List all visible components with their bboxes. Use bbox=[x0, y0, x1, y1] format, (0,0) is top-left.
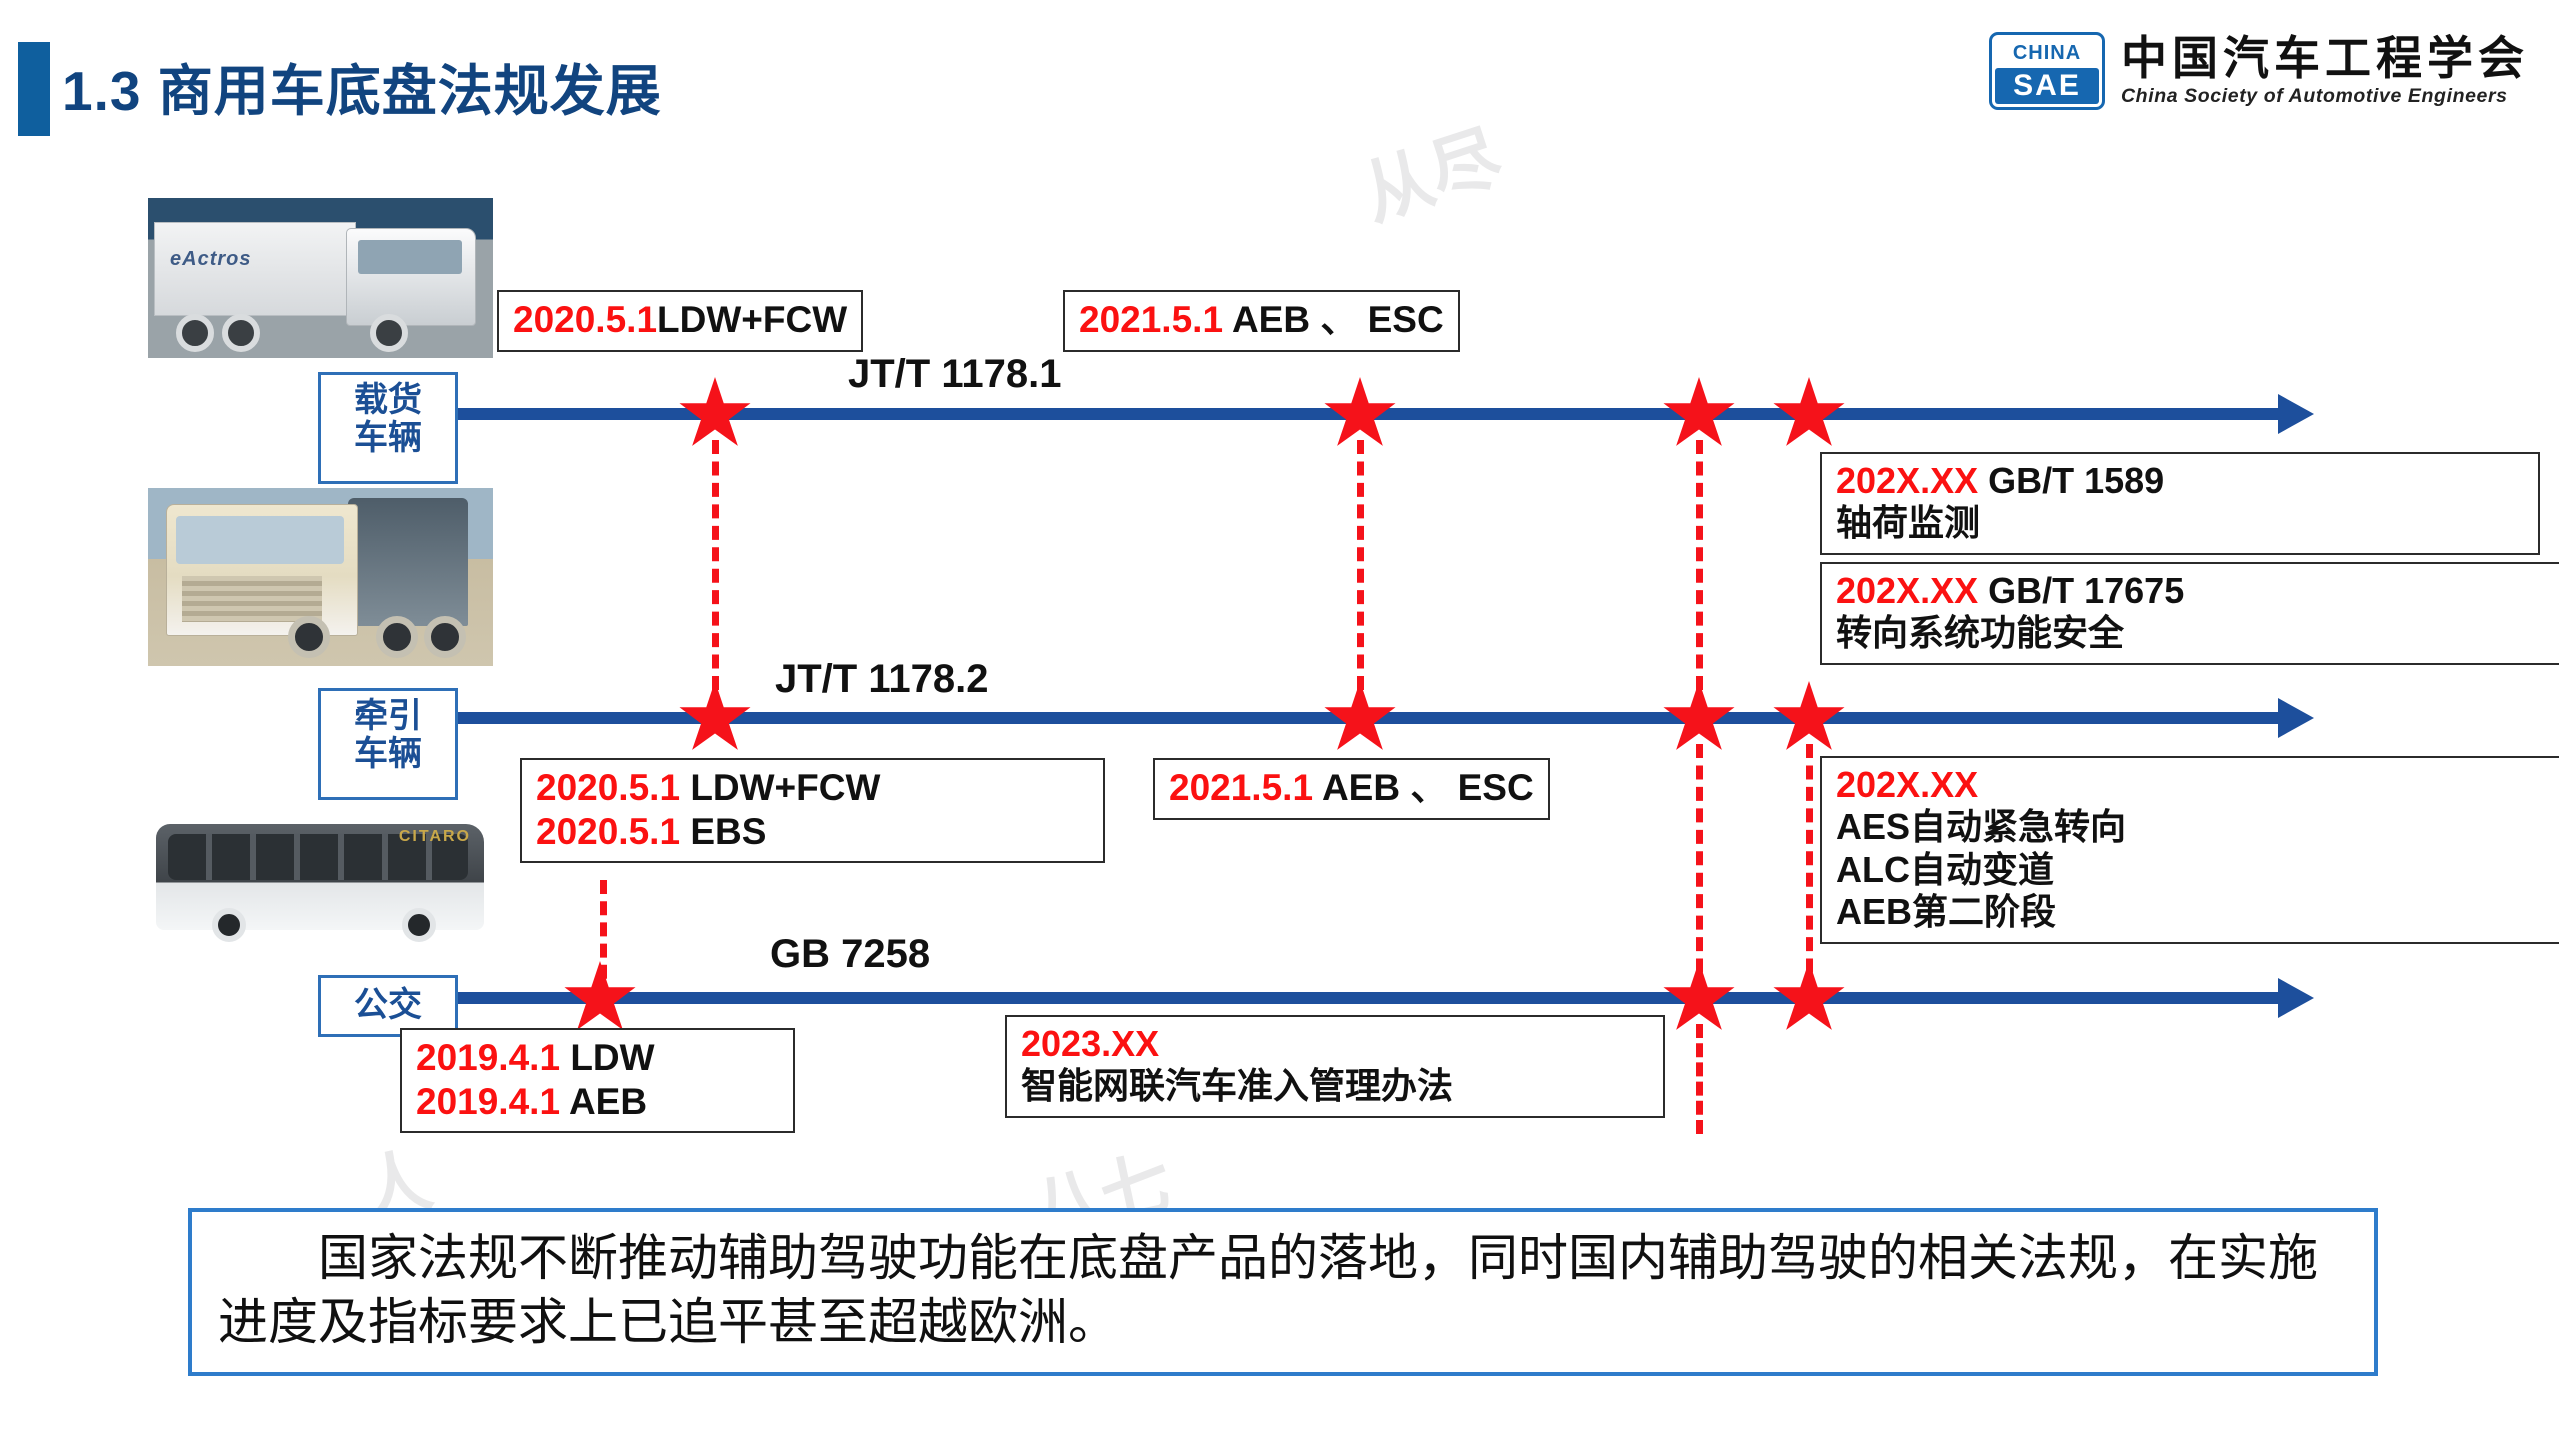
callout-tractor-ebs-date: 2020.5.1 bbox=[536, 810, 681, 852]
callout-bus-ldw-date: 2019.4.1 bbox=[416, 1037, 561, 1078]
callout-future-line3: AEB第二阶段 bbox=[1836, 891, 2057, 933]
callout-gbt1589-line2: 轴荷监测 bbox=[1836, 502, 1981, 544]
timeline-arrow-cargo-icon bbox=[2278, 394, 2314, 434]
title-accent-bar bbox=[18, 42, 50, 136]
callout-cargo-aeb-esc: 2021.5.1 AEB 、 ESC bbox=[1063, 290, 1460, 352]
callout-gbt17675-item: GB/T 17675 bbox=[1988, 570, 2185, 611]
sae-badge-bottom-label: SAE bbox=[1995, 68, 2099, 104]
logo-name-cn: 中国汽车工程学会 bbox=[2121, 32, 2529, 85]
row-label-tractor-vehicle: 牵引 车辆 bbox=[318, 688, 458, 800]
callout-future-line2: ALC自动变道 bbox=[1836, 848, 2054, 890]
watermark-mark: 从尽 bbox=[1353, 117, 1511, 235]
callout-icv-access-rule: 2023.XX 智能网联汽车准入管理办法 bbox=[1005, 1015, 1665, 1118]
row-label-bus: 公交 bbox=[318, 975, 458, 1037]
photo-tractor-truck bbox=[148, 488, 493, 666]
connector-dashed bbox=[1357, 440, 1364, 690]
callout-tractor-aeb-esc: 2021.5.1 AEB 、 ESC bbox=[1153, 758, 1550, 820]
callout-bus-aeb-date: 2019.4.1 bbox=[416, 1080, 561, 1122]
connector-dashed bbox=[1696, 440, 1703, 690]
callout-tractor-aeb-date: 2021.5.1 bbox=[1169, 767, 1314, 808]
row-label-cargo-line1: 载货 bbox=[354, 381, 422, 419]
callout-future-functions: 202X.XX AES自动紧急转向 ALC自动变道 AEB第二阶段 bbox=[1820, 756, 2559, 944]
row-label-tractor-line2: 车辆 bbox=[354, 735, 422, 774]
callout-cargo-aeb-date: 2021.5.1 bbox=[1079, 299, 1224, 340]
row-label-bus-line1: 公交 bbox=[354, 985, 422, 1024]
callout-cargo-ldw-item: LDW+FCW bbox=[657, 299, 848, 340]
standard-label-gb7258: GB 7258 bbox=[770, 932, 931, 976]
callout-gbt17675-line2: 转向系统功能安全 bbox=[1836, 612, 2125, 654]
callout-tractor-aeb-item: AEB 、 ESC bbox=[1321, 767, 1534, 808]
callout-gbt1589-date: 202X.XX bbox=[1836, 460, 1979, 501]
connector-dashed bbox=[600, 880, 607, 1000]
photo-city-bus-caption: CITARO bbox=[398, 828, 471, 845]
callout-cargo-aeb-item: AEB 、 ESC bbox=[1231, 299, 1444, 340]
callout-future-date: 202X.XX bbox=[1836, 764, 1979, 805]
callout-bus-aeb-item: AEB bbox=[568, 1080, 648, 1122]
photo-cargo-truck: eActros bbox=[148, 198, 493, 358]
connector-dashed bbox=[1696, 1024, 1703, 1134]
photo-cargo-truck-caption: eActros bbox=[170, 248, 252, 270]
connector-dashed bbox=[712, 440, 719, 690]
row-label-cargo-line2: 车辆 bbox=[354, 419, 422, 458]
standard-label-jtt1178-1: JT/T 1178.1 bbox=[848, 352, 1062, 396]
callout-future-line1: AES自动紧急转向 bbox=[1836, 806, 2127, 848]
photo-city-bus: CITARO bbox=[148, 798, 493, 958]
row-label-cargo-vehicle: 载货 车辆 bbox=[318, 372, 458, 484]
conclusion-box: 国家法规不断推动辅助驾驶功能在底盘产品的落地，同时国内辅助驾驶的相关法规，在实施… bbox=[188, 1208, 2378, 1376]
callout-gbt1589-item: GB/T 1589 bbox=[1988, 460, 2165, 501]
callout-bus-ldw-item: LDW bbox=[570, 1037, 655, 1078]
organization-logo: CHINA SAE 中国汽车工程学会 China Society of Auto… bbox=[1989, 32, 2529, 110]
timeline-arrow-tractor-icon bbox=[2278, 698, 2314, 738]
callout-cargo-ldw-fcw: 2020.5.1LDW+FCW bbox=[497, 290, 864, 352]
callout-tractor-ebs-item: EBS bbox=[690, 810, 767, 852]
callout-icv-date: 2023.XX bbox=[1021, 1023, 1160, 1064]
callout-gbt-17675: 202X.XX GB/T 17675 转向系统功能安全 bbox=[1820, 562, 2559, 665]
connector-dashed bbox=[1696, 744, 1703, 994]
sae-badge-icon: CHINA SAE bbox=[1989, 32, 2105, 110]
page-title: 1.3 商用车底盘法规发展 bbox=[62, 60, 662, 122]
callout-tractor-ldw-ebs: 2020.5.1 LDW+FCW 2020.5.1 EBS bbox=[520, 758, 1105, 864]
callout-bus-ldw-aeb: 2019.4.1 LDW 2019.4.1 AEB bbox=[400, 1028, 795, 1134]
sae-badge-top-label: CHINA bbox=[2012, 41, 2082, 64]
callout-tractor-ldw-item: LDW+FCW bbox=[690, 767, 881, 808]
callout-cargo-ldw-date: 2020.5.1 bbox=[513, 299, 658, 340]
callout-icv-line2: 智能网联汽车准入管理办法 bbox=[1021, 1065, 1454, 1107]
row-label-tractor-line1: 牵引 bbox=[354, 697, 422, 735]
callout-gbt-1589: 202X.XX GB/T 1589 轴荷监测 bbox=[1820, 452, 2540, 555]
logo-name-en: China Society of Automotive Engineers bbox=[2121, 84, 2508, 107]
connector-dashed bbox=[1806, 744, 1813, 994]
callout-gbt17675-date: 202X.XX bbox=[1836, 570, 1979, 611]
standard-label-jtt1178-2: JT/T 1178.2 bbox=[775, 657, 989, 701]
callout-tractor-ldw-date: 2020.5.1 bbox=[536, 767, 681, 808]
timeline-arrow-bus-icon bbox=[2278, 978, 2314, 1018]
timeline-axis-bus bbox=[458, 992, 2278, 1004]
